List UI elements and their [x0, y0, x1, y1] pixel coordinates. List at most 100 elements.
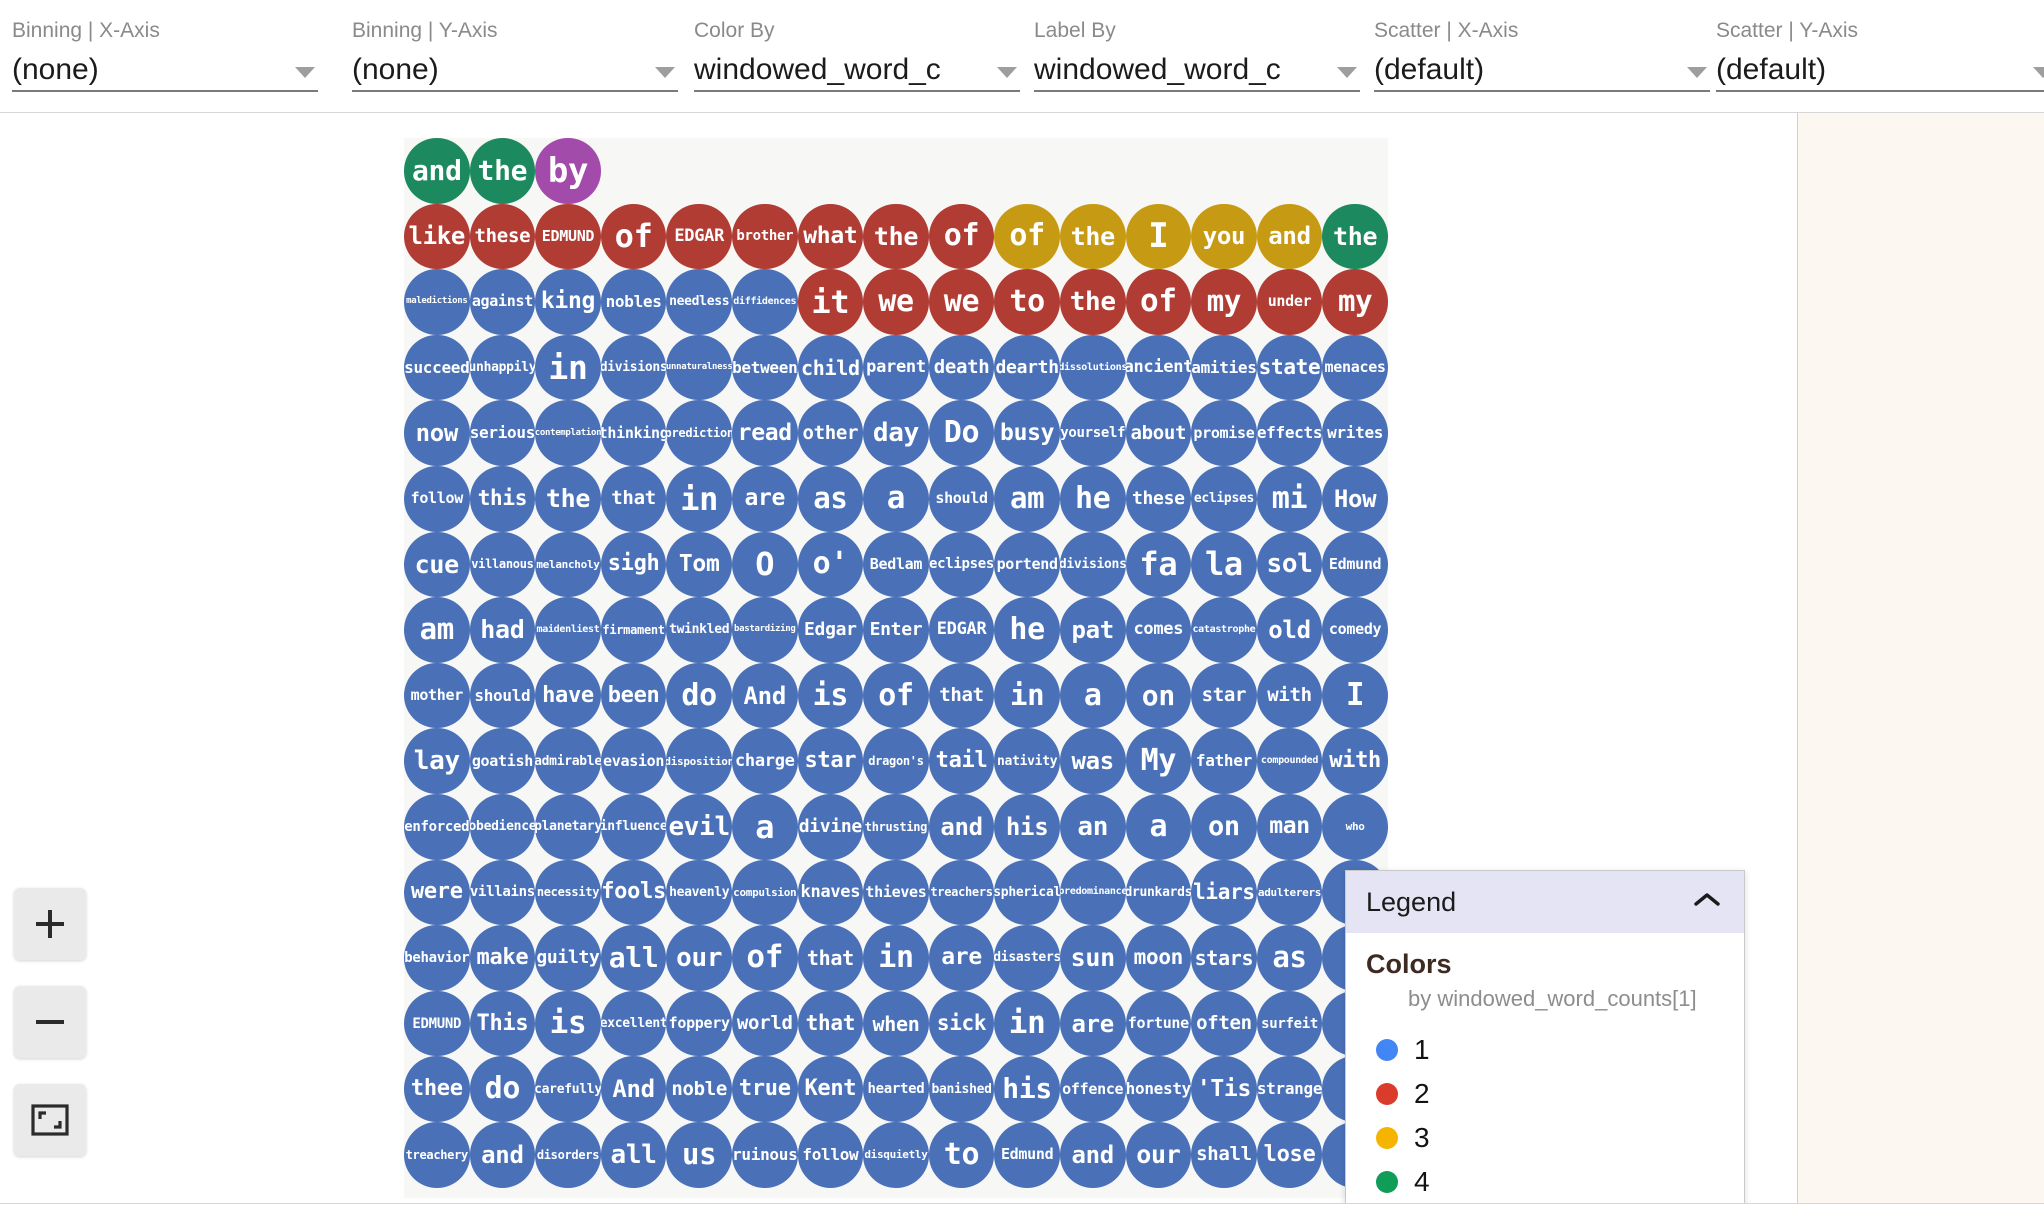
bubble-word[interactable]: thee — [404, 1056, 470, 1122]
bubble-word[interactable]: do — [666, 662, 732, 729]
bubble-word[interactable]: of — [1125, 269, 1192, 335]
bubble-word[interactable]: as — [1256, 925, 1323, 991]
bubble-word[interactable]: Edmund — [994, 1121, 1060, 1188]
legend-header[interactable]: Legend — [1346, 871, 1744, 933]
bubble-word[interactable]: knaves — [797, 859, 864, 926]
bubble-word[interactable]: dissolutions — [1059, 334, 1126, 401]
bubble-word[interactable]: carefully — [535, 1056, 601, 1122]
bubble-word[interactable]: mother — [404, 662, 470, 729]
bubble-word[interactable]: evasion — [600, 728, 667, 794]
bubble-word[interactable]: like — [404, 203, 470, 270]
bubble-word[interactable]: of — [994, 203, 1060, 270]
bubble-word[interactable]: these — [1125, 465, 1192, 532]
bubble-word[interactable]: fools — [600, 859, 667, 926]
bubble-word[interactable]: you — [1191, 203, 1257, 270]
bubble-word[interactable]: guilty — [535, 925, 601, 991]
binning-y-axis-control[interactable]: (none) — [352, 50, 678, 92]
bubble-word[interactable]: shall — [1191, 1121, 1257, 1188]
bubble-word[interactable]: fa — [1125, 531, 1192, 598]
bubble-word[interactable]: And — [600, 1056, 667, 1122]
bubble-word[interactable]: state — [1256, 334, 1323, 401]
bubble-word[interactable]: these — [469, 203, 536, 270]
bubble-word[interactable]: eclipses — [1191, 465, 1257, 532]
bubble-word[interactable]: am — [404, 597, 470, 663]
bubble-word[interactable]: amities — [1191, 334, 1257, 401]
bubble-word[interactable]: on — [1191, 793, 1257, 860]
chevron-up-icon[interactable] — [1692, 891, 1722, 914]
bubble-word[interactable]: goatish — [469, 728, 536, 794]
bubble-word[interactable]: dragon's — [863, 728, 929, 794]
bubble-word[interactable]: writes — [1322, 400, 1388, 466]
bubble-word[interactable]: divisions — [600, 334, 667, 401]
bubble-word[interactable]: disasters — [994, 925, 1060, 991]
bubble-word[interactable]: disorders — [535, 1121, 601, 1188]
bubble-word[interactable]: as — [797, 465, 864, 532]
bubble-word[interactable]: strange — [1256, 1056, 1323, 1122]
bubble-word[interactable]: O — [731, 531, 798, 598]
bubble-word[interactable]: of — [600, 203, 667, 270]
bubble-word[interactable]: EDMUND — [404, 990, 470, 1057]
bubble-word[interactable]: compulsion — [731, 859, 798, 926]
bubble-word[interactable]: foppery — [666, 990, 732, 1057]
bubble-word[interactable]: disposition — [666, 728, 732, 794]
bubble-word[interactable]: world — [731, 990, 798, 1057]
bubble-word[interactable]: on — [1125, 662, 1192, 729]
bubble-word[interactable]: my — [1191, 269, 1257, 335]
bubble-word[interactable]: us — [666, 1121, 732, 1188]
bubble-word[interactable]: he — [1059, 465, 1126, 532]
bubble-word[interactable]: by — [535, 138, 601, 204]
bubble-word[interactable]: is — [535, 990, 601, 1057]
bubble-word[interactable]: lose — [1256, 1121, 1323, 1188]
bubble-word[interactable]: often — [1191, 990, 1257, 1057]
bubble-word[interactable]: that — [600, 465, 667, 532]
bubble-word[interactable]: menaces — [1322, 334, 1388, 401]
bubble-word[interactable]: brother — [731, 203, 798, 270]
bubble-word[interactable]: portend — [994, 531, 1060, 598]
bubble-word[interactable]: had — [469, 597, 536, 663]
bubble-word[interactable]: comes — [1125, 597, 1192, 663]
legend-item-3[interactable]: 3 — [1366, 1116, 1724, 1160]
bubble-word[interactable]: sigh — [600, 531, 667, 598]
bubble-word[interactable]: was — [1059, 728, 1126, 794]
bubble-word[interactable]: maledictions — [404, 269, 470, 335]
bubble-word[interactable]: prediction — [666, 400, 732, 466]
bubble-word[interactable]: Edmund — [1322, 531, 1388, 598]
bubble-word[interactable]: tail — [928, 728, 995, 794]
bubble-word[interactable]: comedy — [1322, 597, 1388, 663]
bubble-word[interactable]: enforced — [404, 793, 470, 860]
bubble-word[interactable]: offence — [1059, 1056, 1126, 1122]
legend-item-4[interactable]: 4 — [1366, 1160, 1724, 1203]
bubble-word[interactable]: make — [469, 925, 536, 991]
bubble-word[interactable]: day — [863, 400, 929, 466]
bubble-word[interactable]: of — [928, 203, 995, 270]
bubble-word[interactable]: o' — [797, 531, 864, 598]
bubble-word[interactable]: divine — [797, 793, 864, 860]
bubble-word[interactable]: charge — [731, 728, 798, 794]
bubble-word[interactable]: maidenliest — [535, 597, 601, 663]
bubble-word[interactable]: sun — [1059, 925, 1126, 991]
bubble-word[interactable]: influence — [600, 793, 667, 860]
bubble-word[interactable]: catastrophe — [1191, 597, 1257, 663]
bubble-word[interactable]: under — [1256, 269, 1323, 335]
bubble-word[interactable]: an — [1059, 793, 1126, 860]
bubble-word[interactable]: to — [928, 1121, 995, 1188]
bubble-word[interactable]: stars — [1191, 925, 1257, 991]
bubble-word[interactable]: the — [1059, 203, 1126, 270]
bubble-word[interactable]: follow — [797, 1121, 864, 1188]
bubble-word[interactable]: admirable — [535, 728, 601, 794]
bubble-word[interactable]: are — [731, 465, 798, 532]
bubble-word[interactable]: busy — [994, 400, 1060, 466]
bubble-word[interactable]: parent — [863, 334, 929, 401]
bubble-word[interactable]: And — [731, 662, 798, 729]
chevron-down-icon[interactable] — [292, 54, 318, 90]
bubble-word[interactable]: noble — [666, 1056, 732, 1122]
bubble-word[interactable]: liars — [1191, 859, 1257, 926]
bubble-word[interactable]: between — [731, 334, 798, 401]
bubble-word[interactable]: My — [1125, 728, 1192, 794]
bubble-word[interactable]: planetary — [535, 793, 601, 860]
bubble-word[interactable]: How — [1322, 465, 1388, 532]
bubble-word[interactable]: villains — [469, 859, 536, 926]
bubble-word[interactable]: is — [797, 662, 864, 729]
bubble-word[interactable]: the — [1059, 269, 1126, 335]
bubble-word[interactable]: spherical — [994, 859, 1060, 926]
